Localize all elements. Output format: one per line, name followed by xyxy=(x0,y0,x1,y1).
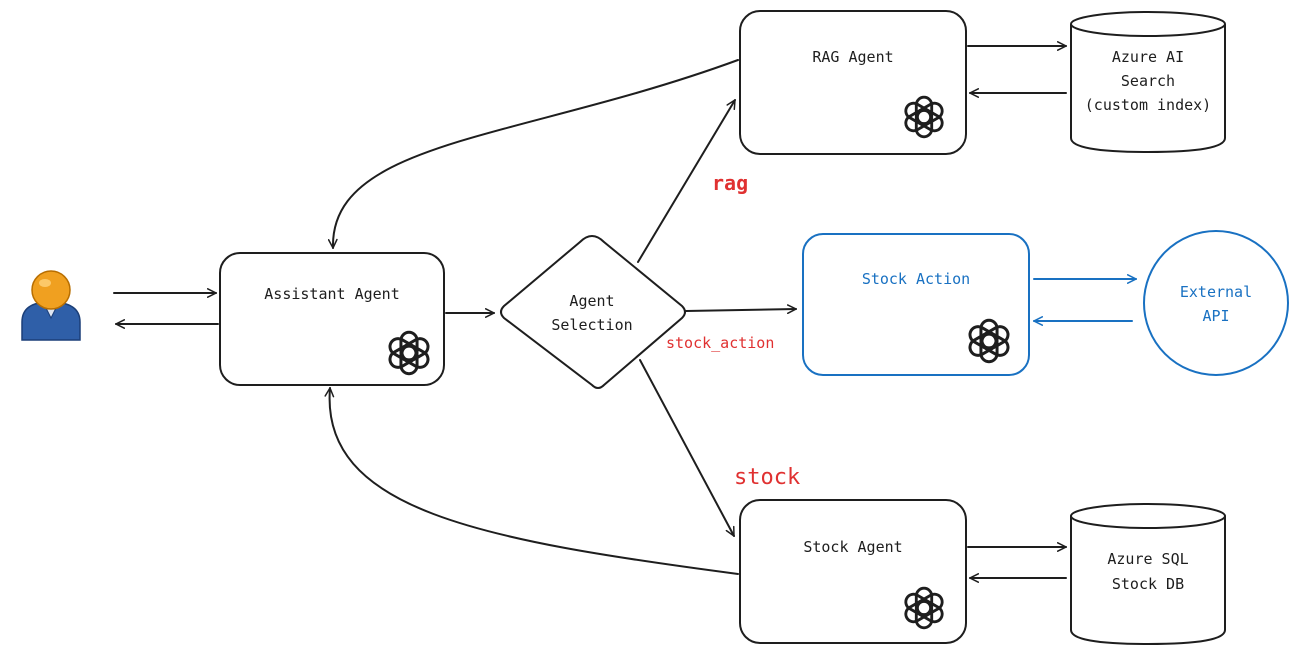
azure-sql-label-line1: Azure SQL xyxy=(1107,550,1188,568)
rag-agent-node[interactable]: RAG Agent xyxy=(739,10,967,155)
external-api-label-line1: External xyxy=(1180,283,1252,301)
assistant-agent-label: Assistant Agent xyxy=(264,285,399,303)
assistant-agent-node[interactable]: Assistant Agent xyxy=(219,252,445,386)
stock-action-label: Stock Action xyxy=(862,270,970,288)
edge-selection-to-stock-action xyxy=(685,309,797,311)
stock-agent-node[interactable]: Stock Agent xyxy=(739,499,967,644)
external-api-node[interactable]: External API xyxy=(1143,230,1289,376)
azure-sql-label-line2: Stock DB xyxy=(1112,575,1184,593)
agent-selection-label-line2: Selection xyxy=(551,316,632,334)
user-icon xyxy=(21,270,81,341)
edge-stock-to-assistant xyxy=(330,388,739,575)
agent-selection-node[interactable]: Agent Selection xyxy=(500,234,686,389)
edge-selection-to-rag xyxy=(637,100,736,263)
azure-ai-search-label-line3: (custom index) xyxy=(1085,96,1211,114)
edge-label-stock-action: stock_action xyxy=(666,334,774,352)
stock-agent-label: Stock Agent xyxy=(803,538,902,556)
stock-action-node[interactable]: Stock Action xyxy=(802,233,1030,376)
agent-selection-label-line1: Agent xyxy=(569,292,614,310)
azure-ai-search-node[interactable]: Azure AI Search (custom index) xyxy=(1070,11,1226,154)
edge-selection-to-stock-agent xyxy=(639,359,735,536)
azure-ai-search-label-line1: Azure AI xyxy=(1112,48,1184,66)
edge-label-rag: rag xyxy=(712,171,748,195)
edge-rag-to-assistant xyxy=(333,59,739,249)
external-api-label-line2: API xyxy=(1202,307,1229,325)
azure-sql-node[interactable]: Azure SQL Stock DB xyxy=(1070,503,1226,646)
edge-label-stock: stock xyxy=(734,465,800,490)
azure-ai-search-label-line2: Search xyxy=(1121,72,1175,90)
rag-agent-label: RAG Agent xyxy=(812,48,893,66)
